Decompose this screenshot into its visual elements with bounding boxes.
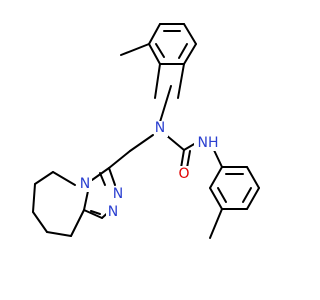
bond — [183, 23, 197, 45]
bond-n-ch2 — [129, 134, 154, 152]
atom-label-bg — [194, 135, 222, 151]
amide-nitrogen-label: N — [155, 120, 165, 136]
bond-c-o — [180, 149, 185, 169]
bond-double-inner — [155, 43, 165, 58]
bond-double-inner — [90, 210, 101, 215]
bond-double-inner — [99, 172, 106, 186]
molecule-canvas: N NH O N N N — [32, 23, 260, 239]
molecule-structure: N NH O N N N — [32, 23, 260, 239]
atom-label-bg — [177, 166, 192, 182]
bond — [246, 187, 260, 210]
methyl-bottom — [209, 208, 223, 239]
bond — [32, 183, 36, 213]
atom-label-bg — [111, 186, 125, 202]
bond — [52, 171, 76, 186]
bond-double-inner — [242, 187, 252, 203]
bond-c-o-double — [186, 150, 191, 169]
carbonyl-oxygen-label: O — [178, 166, 189, 182]
bond-aryl-n — [159, 85, 172, 123]
bond — [46, 231, 72, 237]
bond — [34, 171, 54, 185]
bond — [83, 209, 103, 219]
bond — [70, 209, 85, 237]
methyl-top — [120, 43, 150, 56]
tolyl-ring-top — [148, 23, 197, 65]
nh-label: NH — [198, 135, 219, 151]
bond-double-inner — [178, 43, 188, 59]
atom-label-bg — [78, 176, 92, 192]
bond — [154, 63, 161, 99]
atom-label-bg — [154, 121, 168, 137]
bond — [209, 187, 223, 210]
azepane-ring — [32, 171, 85, 237]
bond — [32, 211, 48, 233]
ring-nitrogen-a-label: N — [80, 176, 90, 192]
bond — [108, 167, 116, 186]
bond — [148, 23, 161, 45]
bond — [83, 190, 89, 211]
ring-nitrogen-b-label: N — [113, 186, 123, 202]
bond-double-inner — [217, 187, 227, 203]
bond — [148, 43, 161, 65]
bond — [246, 166, 260, 189]
bond-n-carbonyl — [165, 134, 185, 151]
bond — [177, 63, 185, 99]
bond — [183, 43, 197, 65]
ring-nitrogen-c-label: N — [108, 204, 118, 220]
bond-nh-aryl — [212, 147, 223, 168]
bond-ch2-triazole — [108, 150, 131, 169]
bond — [209, 166, 223, 189]
tolyl-ring-bottom — [209, 166, 260, 210]
atom-label-bg — [106, 204, 120, 220]
